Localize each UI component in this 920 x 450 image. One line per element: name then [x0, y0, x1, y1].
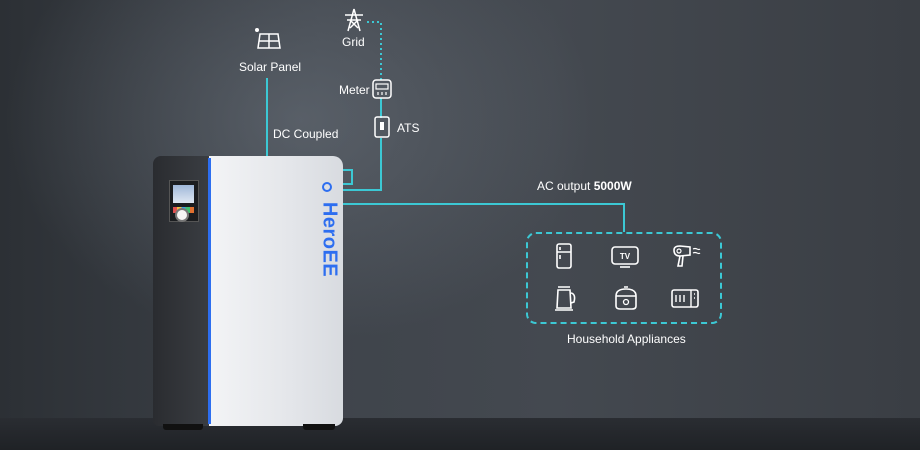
ac-output-wire — [342, 203, 625, 232]
brand-logo-icon — [322, 182, 332, 192]
household-appliances-label: Household Appliances — [567, 332, 686, 346]
battery-brand: HeroEE — [319, 182, 341, 292]
ats-switch-icon — [374, 116, 390, 138]
power-tower-icon — [345, 8, 363, 32]
ac-output-value: 5000W — [593, 179, 632, 193]
battery-front-panel — [209, 156, 343, 426]
ac-output-prefix: AC output — [537, 179, 594, 193]
rice-cooker-icon — [615, 286, 637, 310]
battery-accent-stripe — [208, 158, 211, 424]
microwave-icon — [671, 289, 699, 308]
fridge-icon — [556, 243, 572, 269]
brand-name: HeroEE — [318, 201, 341, 278]
battery-power-button — [177, 210, 187, 220]
meter-icon — [372, 79, 392, 99]
battery-unit: HeroEE — [153, 156, 343, 432]
kettle-icon — [555, 286, 576, 311]
grid-wire — [367, 21, 382, 80]
appliances-box: TV — [526, 232, 722, 324]
dc-coupled-wire — [266, 78, 353, 185]
hair-dryer-icon — [673, 245, 701, 267]
ac-output-label: AC output 5000W — [537, 179, 632, 193]
battery-foot-left — [163, 424, 203, 430]
ats-label: ATS — [397, 121, 420, 135]
meter-label: Meter — [339, 83, 370, 97]
tv-icon: TV — [611, 246, 639, 268]
dc-coupled-label: DC Coupled — [273, 127, 339, 141]
solar-panel-icon — [255, 28, 281, 49]
grid-label: Grid — [342, 35, 365, 49]
ats-battery-wire — [342, 138, 382, 191]
battery-display-screen — [173, 185, 194, 203]
battery-foot-right — [303, 424, 335, 430]
solar-panel-label: Solar Panel — [239, 60, 302, 74]
tv-icon-text: TV — [620, 252, 631, 261]
